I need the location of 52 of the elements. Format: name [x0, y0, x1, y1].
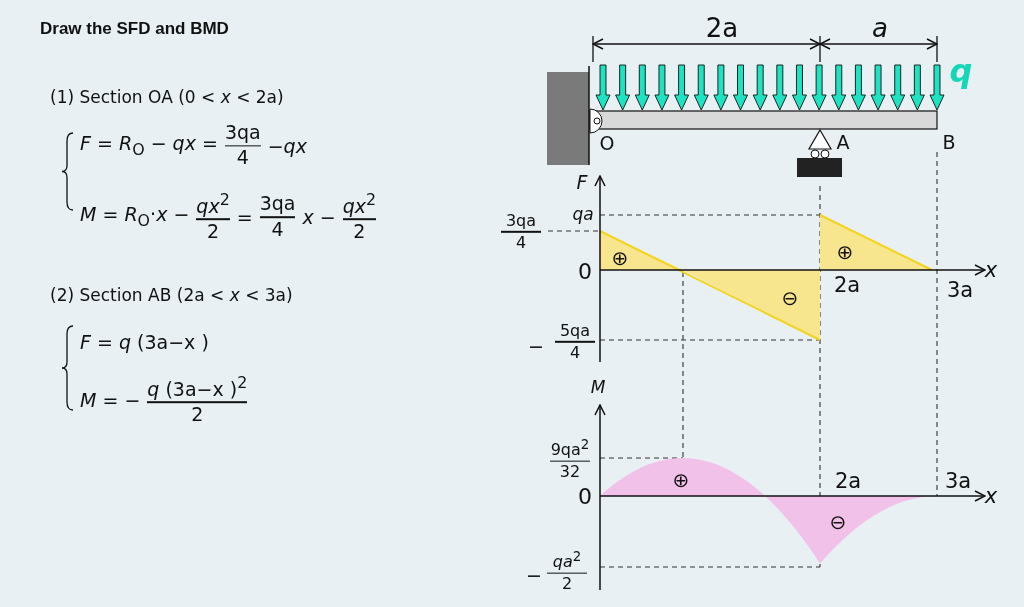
- fraction-numerator: 5qa: [559, 321, 591, 341]
- fraction-numerator: 3qa: [224, 122, 261, 145]
- tick-label: 3a: [946, 279, 974, 303]
- section-heading: (2) Section AB (2a < x < 3a): [50, 285, 293, 305]
- fraction-denominator: 32: [559, 462, 581, 482]
- fraction-denominator: 2: [191, 403, 204, 426]
- dimension-label: 2a: [705, 13, 739, 43]
- equation-text: −qx: [267, 135, 307, 157]
- fraction-denominator: 4: [236, 147, 249, 170]
- sign-symbol: ⊖: [781, 287, 799, 309]
- tick-label: qa: [572, 204, 594, 224]
- load-label: q: [949, 54, 973, 90]
- sign-symbol: ⊕: [836, 241, 854, 263]
- tick-label: −: [526, 564, 542, 586]
- tick-label: 2a: [833, 274, 861, 298]
- dimension-label: a: [872, 13, 888, 43]
- axis-label: F: [576, 171, 588, 193]
- equation-text: =: [236, 206, 253, 228]
- fraction-numerator: qx$^{2}$: [342, 191, 377, 218]
- fraction-denominator: 4: [569, 343, 581, 363]
- equation-text: F = R$_{O}$ − qx =: [80, 132, 218, 160]
- point-label: B: [942, 131, 956, 153]
- axis-label: M: [590, 377, 606, 397]
- equation-text: F = q (3a−x ): [80, 331, 209, 353]
- sign-symbol: ⊕: [611, 247, 629, 269]
- fraction-denominator: 2: [207, 220, 220, 243]
- fraction-numerator: qa$^{2}$: [552, 548, 582, 572]
- fraction-denominator: 4: [515, 233, 527, 253]
- tick-label: 2a: [834, 470, 862, 494]
- equation-text: M = R$_{O}$·x −: [80, 203, 190, 231]
- fraction-numerator: 9qa$^{2}$: [550, 436, 590, 460]
- axis-label: x: [984, 259, 998, 283]
- title: Draw the SFD and BMD: [40, 20, 229, 39]
- fraction-denominator: 2: [353, 220, 366, 243]
- equation-text: x −: [302, 206, 336, 228]
- point-label: A: [836, 131, 850, 153]
- fraction-numerator: 3qa: [505, 211, 537, 231]
- fraction-numerator: qx$^{2}$: [196, 191, 230, 218]
- tick-label: 0: [578, 484, 592, 510]
- fraction-numerator: 3qa: [259, 193, 296, 216]
- fraction-numerator: q (3a−x )$^{2}$: [147, 374, 248, 401]
- equation-text: M = −: [80, 389, 141, 411]
- fraction-denominator: 2: [561, 574, 573, 594]
- tick-label: −: [528, 335, 544, 357]
- section-heading: (1) Section OA (0 < x < 2a): [50, 87, 284, 107]
- point-label: O: [599, 132, 615, 154]
- tick-label: 0: [578, 259, 592, 285]
- sign-symbol: ⊖: [829, 511, 847, 533]
- axis-label: x: [984, 485, 998, 509]
- sign-symbol: ⊕: [672, 469, 690, 491]
- fraction-denominator: 4: [271, 218, 284, 241]
- tick-label: 3a: [944, 470, 972, 494]
